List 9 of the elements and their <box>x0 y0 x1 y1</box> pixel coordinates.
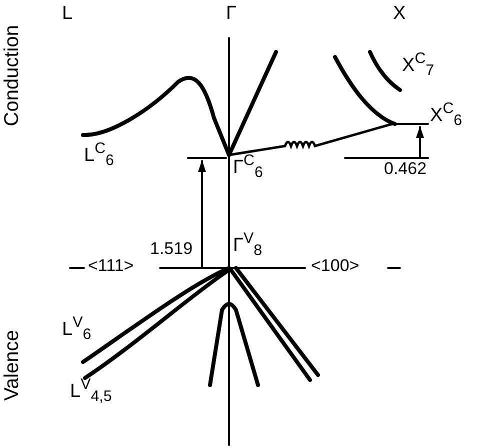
band-label: 1.519 <box>150 240 193 257</box>
band-label: X <box>393 4 406 23</box>
axis-title: Conduction <box>2 25 22 126</box>
band-label: L <box>62 4 73 23</box>
band-label: 0.462 <box>384 160 427 177</box>
band-label: <100> <box>311 257 360 274</box>
band-label: <111> <box>88 257 134 274</box>
band-label: Γ <box>226 4 236 23</box>
axis-title: Valence <box>2 330 22 401</box>
